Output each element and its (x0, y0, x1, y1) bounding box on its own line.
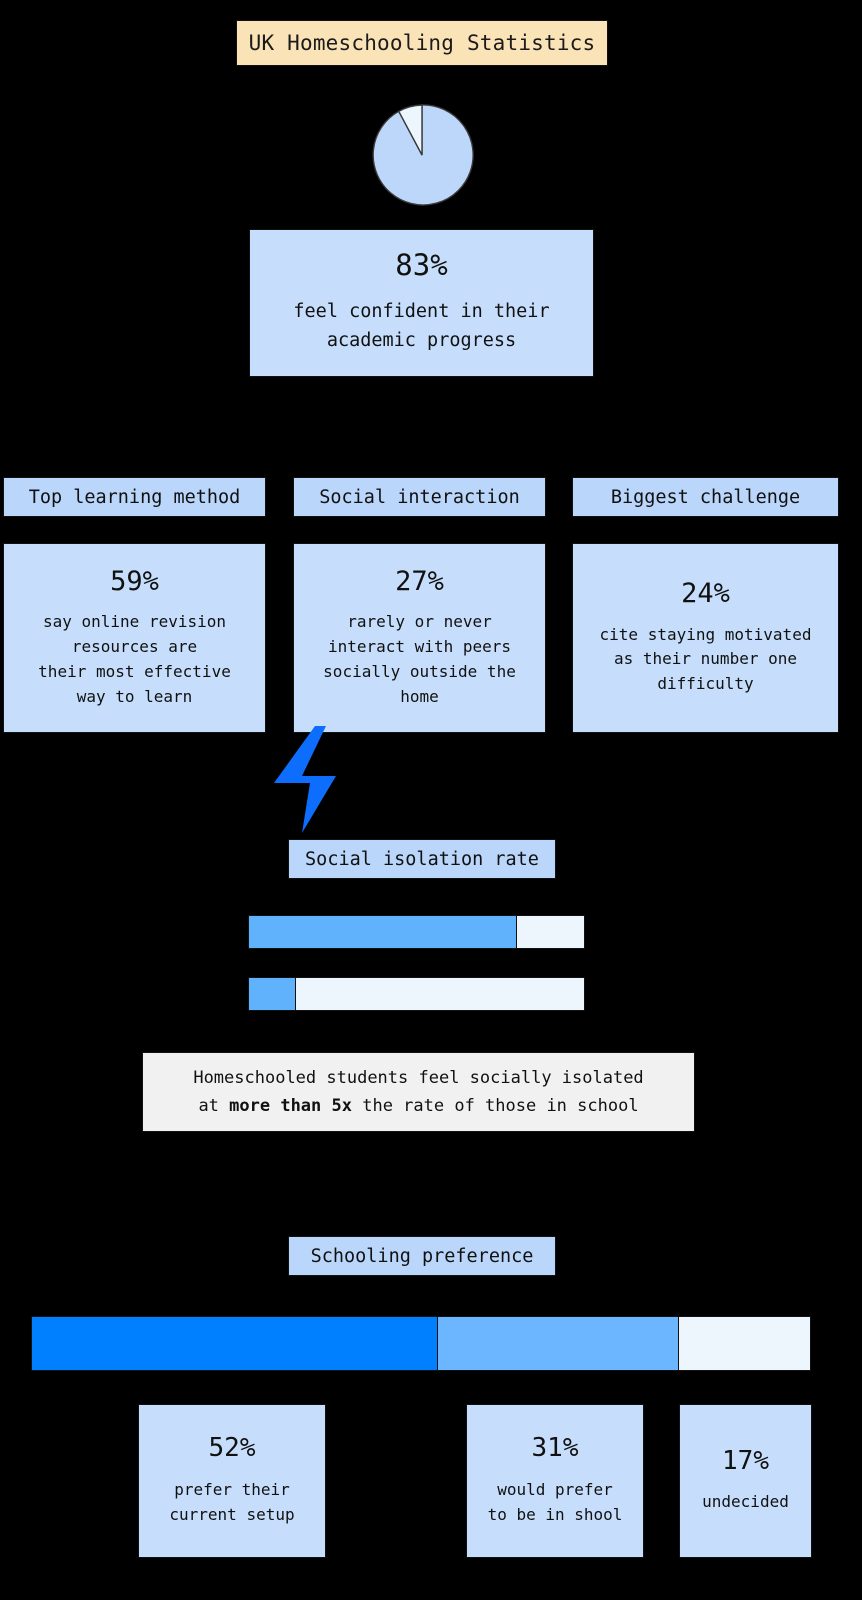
section-label-social-isolation: Social isolation rate (288, 839, 556, 879)
stat-value: 24% (681, 577, 730, 609)
callout-pre: at (198, 1096, 230, 1116)
column-label-text: Biggest challenge (610, 486, 801, 508)
stat-card-social-interaction: 27% rarely or never interact with peers … (293, 543, 546, 733)
pie-svg (372, 104, 474, 206)
confidence-pie-chart (370, 103, 474, 207)
preference-value: 52% (208, 1433, 256, 1464)
section-label-text: Social isolation rate (305, 848, 539, 870)
stat-description: say online revision resources are their … (38, 612, 231, 706)
callout-emphasis: more than 5x (229, 1096, 352, 1116)
preference-segment-would-prefer-school (436, 1317, 678, 1370)
stat-value: 27% (395, 565, 444, 597)
preference-card-current-setup: 52% prefer their current setup (138, 1404, 326, 1558)
stat-card-learning-method: 59% say online revision resources are th… (3, 543, 266, 733)
hero-stat-description: feel confident in their academic progres… (293, 301, 550, 351)
column-label-social-interaction: Social interaction (293, 477, 546, 517)
column-label-text: Top learning method (28, 486, 241, 508)
stat-value: 59% (110, 565, 159, 597)
preference-stacked-bar (31, 1316, 811, 1371)
preference-description: would prefer to be in shool (487, 1480, 623, 1524)
column-label-text: Social interaction (319, 486, 520, 508)
page-title: UK Homeschooling Statistics (236, 20, 608, 66)
callout-line-2: at more than 5x the rate of those in sch… (198, 1092, 638, 1120)
isolation-bar-in-school (248, 977, 585, 1011)
lightning-bolt-svg (274, 726, 336, 833)
pie-slice-remainder (397, 104, 423, 156)
callout-post: the rate of those in school (351, 1096, 639, 1116)
preference-description: prefer their current setup (169, 1480, 295, 1524)
isolation-bar-fill (249, 978, 296, 1010)
preference-value: 17% (722, 1445, 769, 1476)
isolation-bar-fill (249, 916, 517, 948)
stat-card-biggest-challenge: 24% cite staying motivated as their numb… (572, 543, 839, 733)
page-title-text: UK Homeschooling Statistics (248, 31, 596, 55)
preference-segment-prefer-current-setup (32, 1317, 437, 1370)
pie-slice-confident (372, 104, 474, 206)
hero-stat-value: 83% (395, 248, 448, 283)
preference-value: 31% (531, 1433, 579, 1464)
callout-line-1: Homeschooled students feel socially isol… (193, 1067, 644, 1088)
isolation-callout: Homeschooled students feel socially isol… (142, 1052, 695, 1132)
section-label-text: Schooling preference (310, 1245, 534, 1267)
bolt-shape (274, 726, 336, 833)
preference-card-prefer-school: 31% would prefer to be in shool (466, 1404, 644, 1558)
preference-description: undecided (702, 1492, 789, 1512)
column-label-biggest-challenge: Biggest challenge (572, 477, 839, 517)
column-label-learning-method: Top learning method (3, 477, 266, 517)
stat-description: cite staying motivated as their number o… (599, 624, 812, 694)
stat-description: rarely or never interact with peers soci… (323, 612, 516, 706)
section-label-schooling-preference: Schooling preference (288, 1236, 556, 1276)
isolation-bar-homeschooled (248, 915, 585, 949)
lightning-bolt-icon (258, 718, 358, 838)
hero-stat-card: 83% feel confident in their academic pro… (249, 229, 594, 377)
preference-card-undecided: 17% undecided (679, 1404, 812, 1558)
preference-segment-undecided (677, 1317, 810, 1370)
